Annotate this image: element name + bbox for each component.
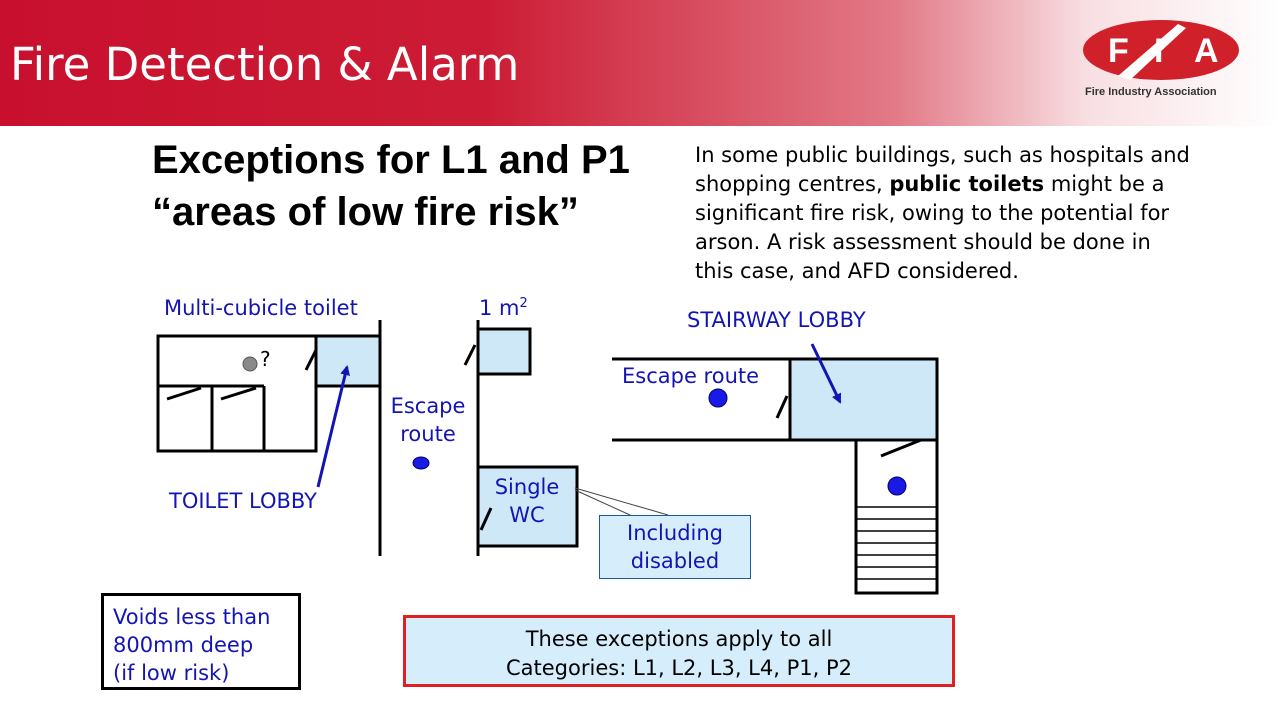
note-bold: public toilets (889, 172, 1045, 196)
single-wc-line-2: WC (509, 503, 545, 527)
note-text-before: In some public buildings, such as hospit… (695, 143, 1190, 196)
logo-swoosh (1118, 24, 1186, 80)
voids-line-1: Voids less than (113, 605, 271, 629)
one-m2-door (463, 344, 477, 366)
stairway-lobby-door (775, 395, 789, 419)
toilet-lobby-label: TOILET LOBBY (169, 489, 317, 513)
stairway-lobby-room (788, 357, 939, 442)
voids-line-2: 800mm deep (113, 633, 254, 657)
detector-corridor (412, 456, 430, 470)
stairway-lobby-label: STAIRWAY LOBBY (687, 308, 866, 332)
slide-heading: Exceptions for L1 and P1 “areas of low f… (152, 134, 630, 238)
note-text-after: might be a significant fire risk, owing … (695, 172, 1170, 283)
detector-stairwell (887, 476, 907, 496)
one-m2-label: 1 m2 (479, 296, 528, 320)
stairwell-door (880, 438, 922, 458)
detector-escape-route (708, 388, 728, 408)
single-wc-room (476, 465, 579, 548)
header-banner (0, 0, 1280, 126)
apply-line-2: Categories: L1, L2, L3, L4, P1, P2 (506, 656, 852, 680)
risk-note: In some public buildings, such as hospit… (695, 141, 1195, 286)
detector-grey (242, 356, 258, 372)
stairway-lobby-arrow (810, 343, 842, 404)
escape-route-label-2: Escape route (622, 364, 760, 388)
escape-route-label-1-line-2: route (400, 422, 456, 446)
heading-line-1: Exceptions for L1 and P1 (152, 138, 630, 182)
one-m2-superscript: 2 (519, 296, 528, 311)
logo-letter-i: I (1154, 32, 1163, 70)
logo-letter-a: A (1194, 32, 1219, 70)
logo-letter-f: F (1108, 32, 1129, 70)
logo-caption: Fire Industry Association (1085, 86, 1217, 98)
cubicle-door-1 (166, 386, 202, 401)
single-wc-line-1: Single (494, 475, 560, 499)
apply-line-1: These exceptions apply to all (525, 627, 833, 651)
slide-header-title: Fire Detection & Alarm (10, 38, 520, 91)
callout-line-1 (574, 487, 669, 516)
question-mark-label: ? (260, 347, 271, 371)
heading-line-2: “areas of low fire risk” (152, 190, 579, 234)
toilet-door (304, 349, 318, 371)
voids-line-3: (if low risk) (113, 661, 230, 685)
including-line-1: Including (627, 521, 723, 545)
including-disabled-callout: Including disabled (599, 515, 751, 579)
voids-box: Voids less than 800mm deep (if low risk) (101, 593, 301, 690)
escape-route-label-1-line-1: Escape (390, 394, 466, 418)
one-m2-text: 1 m (479, 296, 520, 320)
exceptions-apply-box: These exceptions apply to all Categories… (403, 615, 955, 687)
cubicle-door-2 (220, 386, 257, 401)
single-wc-door (479, 507, 493, 531)
including-line-2: disabled (630, 549, 720, 573)
toilet-lobby-arrow (316, 365, 350, 488)
one-m2-room (476, 327, 532, 376)
stairwell (854, 438, 939, 595)
single-wc-label: Single WC (486, 473, 568, 529)
toilet-lobby-room (314, 334, 382, 388)
multi-cubicle-toilet-label: Multi-cubicle toilet (164, 296, 358, 320)
escape-route-label-1: Escape route (389, 392, 467, 448)
fia-logo: F I A (1083, 20, 1239, 80)
callout-line-2 (574, 489, 631, 516)
